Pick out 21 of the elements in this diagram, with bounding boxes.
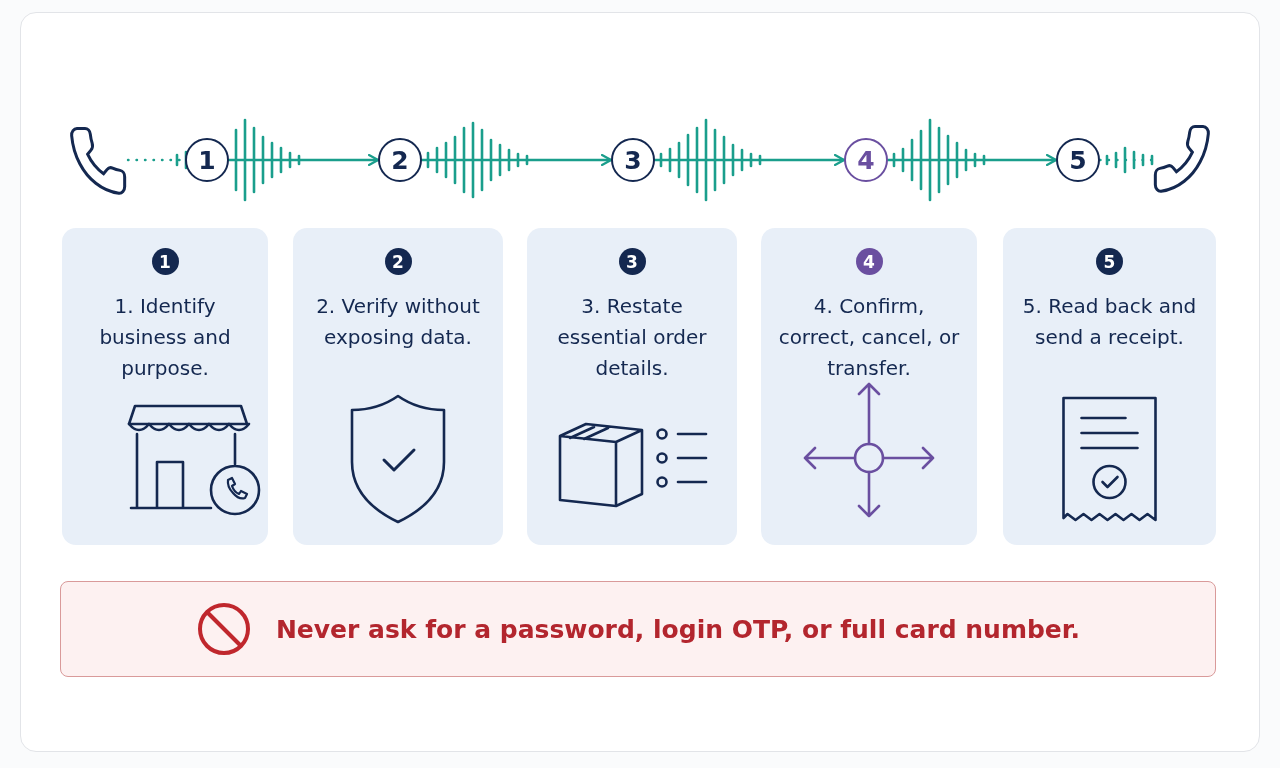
arrow xyxy=(653,153,846,167)
step-number: 1 xyxy=(151,248,179,275)
step-card xyxy=(761,228,977,545)
step-number: 5 xyxy=(1096,248,1123,275)
step-text: 1. Identify business and purpose. xyxy=(98,293,232,382)
step-text: 2. Verify without exposing data. xyxy=(315,293,481,351)
arrow xyxy=(420,153,613,167)
step-text: 4. Confirm, correct, cancel, or transfer. xyxy=(777,293,961,382)
step-number: 2 xyxy=(384,248,412,275)
warning-banner xyxy=(60,581,1216,677)
step-card xyxy=(1003,228,1216,545)
step-number: 4 xyxy=(855,248,883,275)
arrow xyxy=(886,153,1058,167)
step-card xyxy=(62,228,268,545)
step-text: 3. Restate essential order details. xyxy=(556,293,708,382)
step-text: 5. Read back and send a receipt. xyxy=(1021,293,1198,351)
warning-text: Never ask for a password, login OTP, or full card number. xyxy=(275,614,1081,644)
step-number: 3 xyxy=(618,248,646,275)
arrow xyxy=(227,153,380,167)
step-card xyxy=(527,228,737,545)
step-card xyxy=(293,228,503,545)
